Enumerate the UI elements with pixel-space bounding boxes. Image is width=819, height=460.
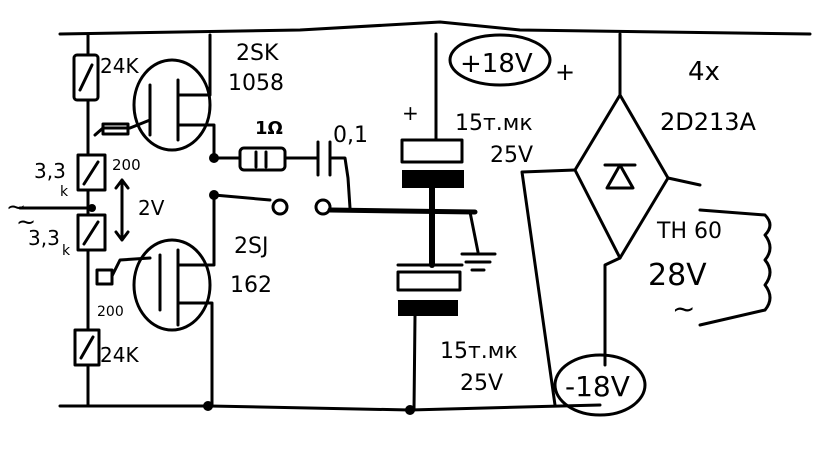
transistor-2sj162 [132,238,212,332]
label-cap-bot-2: 25V [460,371,503,396]
label-r-bias-top: 3,3 [34,159,66,183]
resistor-mark [82,160,100,186]
label-transformer-1: TH 60 [656,219,722,244]
label-q-bot-1: 2SJ [234,234,268,259]
resistor-mark [254,150,268,169]
resistor-mark [82,220,100,246]
gate-wire-top [93,118,152,137]
bottom-rail-wire [58,403,602,412]
label-cap-top-1: 15т.мк [455,111,533,136]
resistor-200-top [101,122,130,136]
output-terminal-2 [314,198,332,216]
bias-arrow-icon [114,178,130,242]
label-bias-voltage: 2V [138,196,165,220]
cap-bottom-wire [412,314,417,412]
node-dot [88,204,96,212]
label-input: ~ [6,193,26,221]
label-r-top: 24K [100,54,139,78]
label-input-2: ~ [16,208,36,236]
label-bridge-2: 2D213A [660,108,757,136]
rail-pos-marker [448,33,552,87]
rail-neg-marker [553,353,647,417]
label-r-bot: 24K [100,343,139,367]
label-cap-bot-1: 15т.мк [440,339,518,364]
ground-wire [327,207,478,215]
label-r-bias-bot-unit: k [62,243,71,259]
capacitor-0-1 [316,140,332,177]
label-bridge-1: 4x [688,57,720,87]
capacitor-bottom-plate-neg [398,300,458,316]
label-transformer-2: 28V [648,258,707,293]
label-r-gate-bot: 200 [97,304,124,320]
output-wires [212,156,352,210]
label-r-bias-bot: 3,3 [28,226,60,250]
label-rail-pos: +18V [460,49,533,79]
label-cap-top-2: 25V [490,143,533,168]
label-rail-neg: -18V [565,370,630,403]
label-transformer-tilde: ~ [672,292,695,325]
label-r-bias-top-unit: k [60,184,69,200]
resistor-3k3-top [76,153,107,192]
label-rail-pos-plus: + [555,58,575,86]
top-rail-wire [58,20,812,36]
capacitor-bottom-plate [396,270,462,292]
bridge-wires [520,32,702,407]
output-terminal-1 [271,198,289,216]
resistor-24k-bottom [73,328,101,367]
resistor-mark [79,335,95,360]
label-q-bot-2: 162 [230,273,272,298]
ground-icon [460,210,497,272]
label-q-top-1: 2SK [236,41,279,66]
resistor-200-bottom [95,268,114,286]
label-cap-top-plus: + [402,101,419,125]
capacitor-top-plate [400,138,464,164]
resistor-1ohm [238,146,287,172]
node-dot [203,401,213,411]
bridge-rectifier [573,93,670,260]
label-c-out: 0,1 [333,123,368,148]
transistor-bottom-leads [158,193,216,408]
diode-icon [603,163,637,190]
label-r-gate-top: 200 [112,156,141,174]
label-r-out: 1Ω [255,118,283,139]
gate-wire-bottom [110,256,152,278]
resistor-24k-top [72,53,100,102]
label-q-top-2: 1058 [228,71,284,96]
resistor-mark [78,63,94,92]
resistor-3k3-bottom [76,213,107,252]
capacitor-top-plate-neg [402,170,464,188]
transistor-top-leads [148,33,216,162]
transistor-2sk1058 [132,58,212,152]
transformer-coil [698,208,772,327]
node-dot [405,405,415,415]
